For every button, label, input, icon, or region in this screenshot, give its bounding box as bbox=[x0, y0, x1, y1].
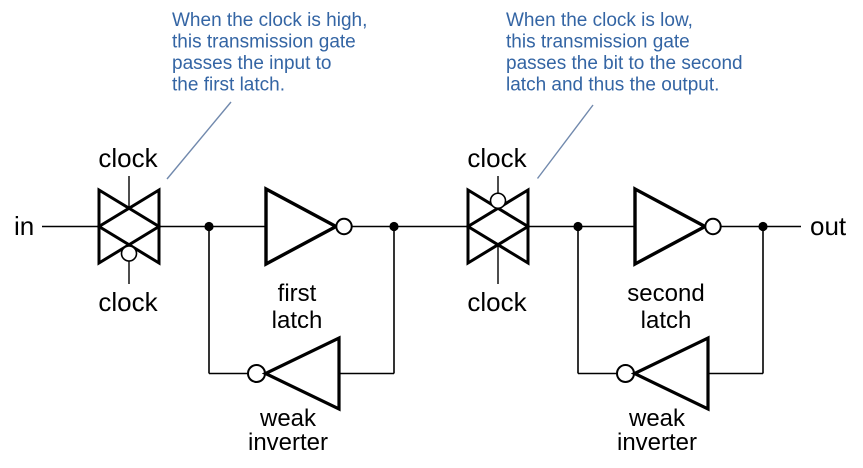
leader-line-left bbox=[166, 101, 232, 180]
clock-inversion-bubble-2 bbox=[489, 192, 507, 210]
weak-inverter-triangle-2 bbox=[630, 335, 710, 412]
annotation-right-line2: this transmission gate bbox=[506, 32, 690, 53]
leader-line-right bbox=[536, 104, 594, 179]
weak-inverter-triangle-1 bbox=[261, 335, 341, 412]
second-latch-label-line1: second bbox=[627, 280, 704, 307]
second-latch-inverter: second latch bbox=[627, 186, 722, 334]
annotation-right-line4: latch and thus the output. bbox=[506, 75, 719, 96]
weak-inverter-label-line1: weak bbox=[628, 405, 686, 432]
annotation-right-line3: passes the bit to the second bbox=[506, 53, 743, 74]
weak-inverter-label-line1: weak bbox=[259, 405, 317, 432]
weak-inverter-loop-2: weak inverter bbox=[577, 226, 764, 456]
first-latch-label-line1: first bbox=[278, 280, 317, 307]
annotation-left-line2: this transmission gate bbox=[172, 32, 356, 53]
transmission-gate-1: clock clock bbox=[96, 143, 162, 317]
second-latch-label-line2: latch bbox=[641, 307, 692, 334]
annotation-left: When the clock is high, this transmissio… bbox=[166, 10, 367, 180]
clock-inversion-bubble-1 bbox=[120, 245, 138, 262]
first-latch-triangle bbox=[264, 186, 340, 267]
input-label: in bbox=[14, 211, 34, 241]
first-latch-label-line2: latch bbox=[272, 307, 323, 334]
weak-inverter-label-line2: inverter bbox=[248, 429, 328, 456]
clock-label-top-1: clock bbox=[98, 143, 158, 173]
annotation-left-line3: passes the input to bbox=[172, 53, 332, 74]
first-latch-output-bubble bbox=[335, 217, 353, 236]
weak-inverter-loop-1: weak inverter bbox=[208, 226, 395, 456]
annotation-left-line4: the first latch. bbox=[172, 75, 285, 96]
transmission-gate-2: clock clock bbox=[465, 143, 531, 317]
second-latch-triangle bbox=[633, 186, 709, 267]
annotation-right: When the clock is low, this transmission… bbox=[506, 10, 743, 179]
annotation-left-line1: When the clock is high, bbox=[172, 10, 367, 31]
clock-label-bottom-1: clock bbox=[98, 287, 158, 317]
second-latch-output-bubble bbox=[704, 217, 722, 236]
clock-label-bottom-2: clock bbox=[467, 287, 527, 317]
output-label: out bbox=[810, 211, 847, 241]
annotation-right-line1: When the clock is low, bbox=[506, 10, 693, 31]
weak-inverter-label-line2: inverter bbox=[617, 429, 697, 456]
circuit-stage-2: clock clock second latch weak bbox=[465, 143, 768, 456]
first-latch-inverter: first latch bbox=[264, 186, 353, 334]
clock-label-top-2: clock bbox=[467, 143, 527, 173]
circuit-stage-1: clock clock first latch weak bbox=[96, 143, 399, 456]
